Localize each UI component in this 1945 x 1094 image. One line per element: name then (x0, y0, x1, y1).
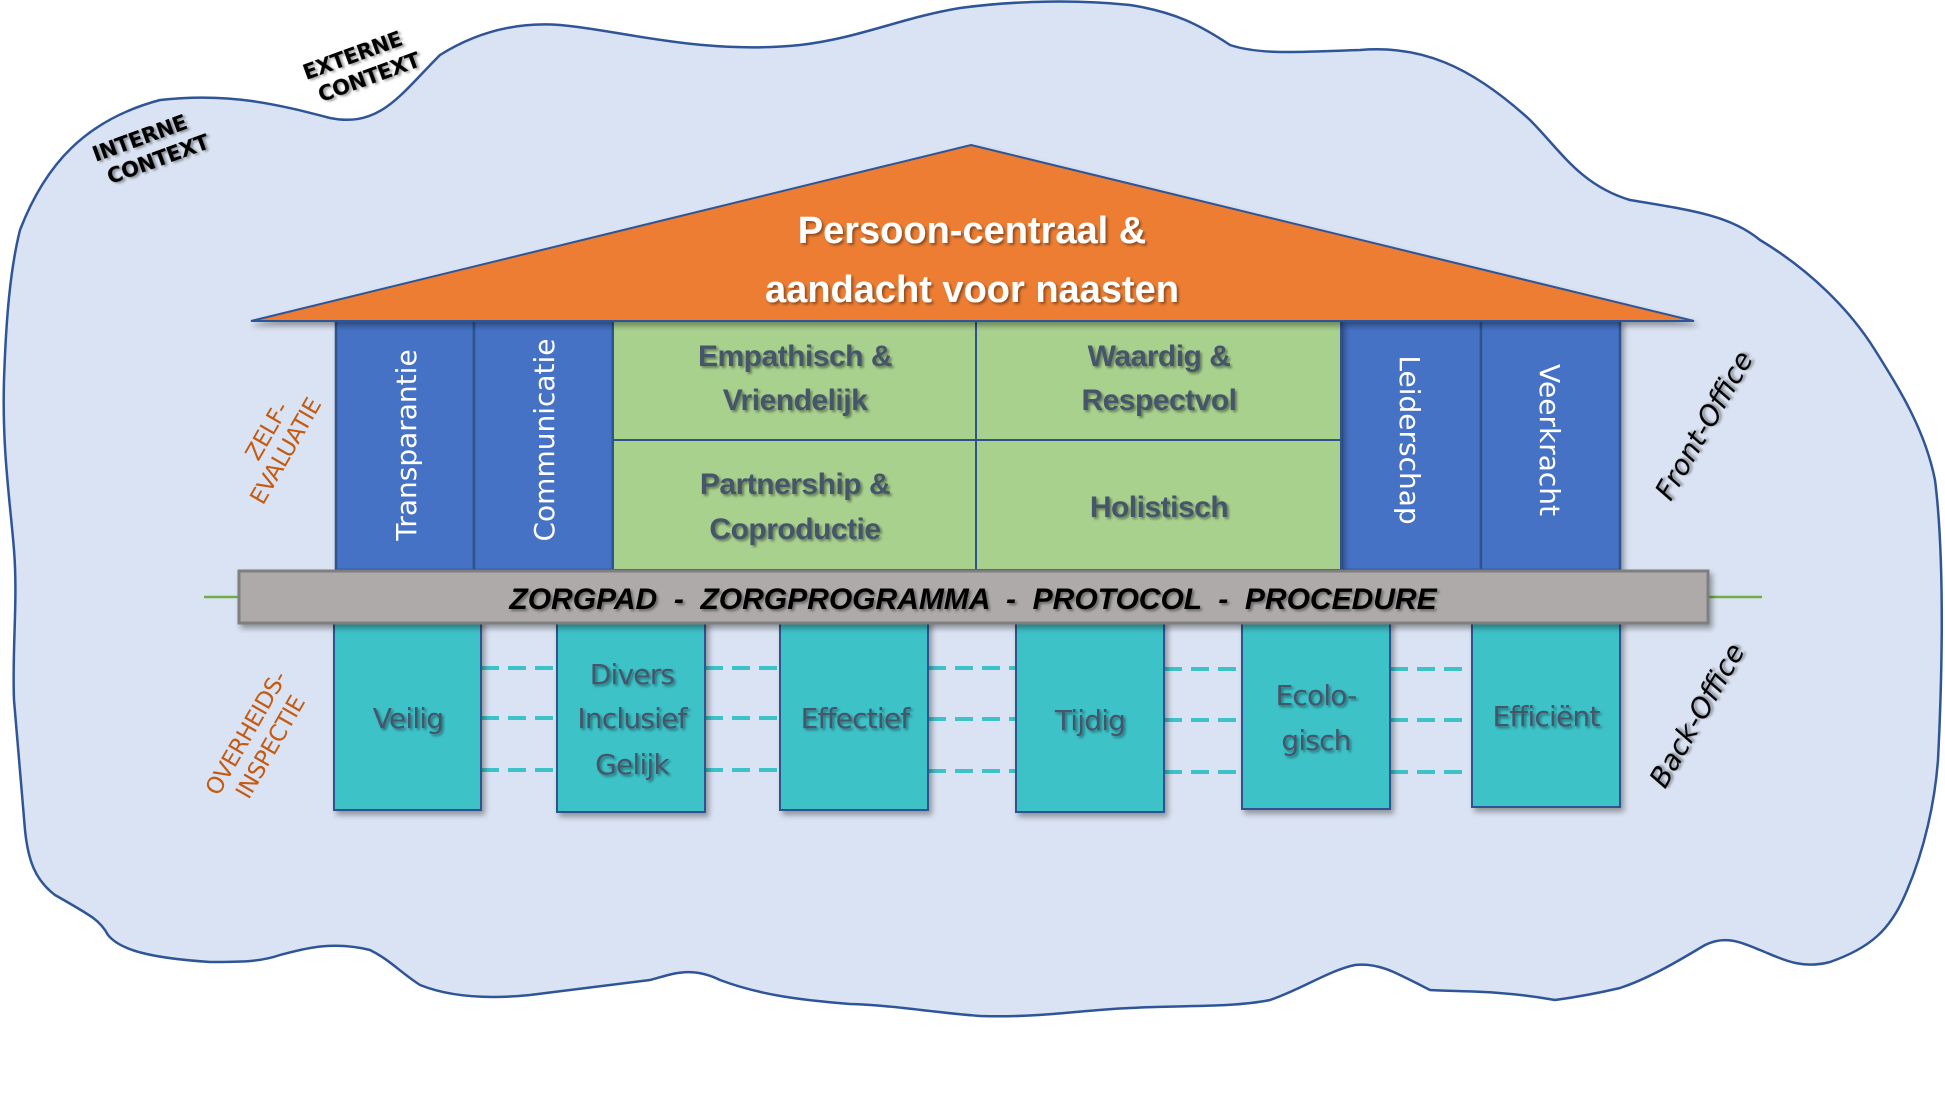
pillar-label-divers: Divers (590, 658, 675, 691)
pillar-label-tijdig: Tijdig (1054, 704, 1125, 737)
cell-empathisch-vriendelijk (612, 319, 977, 441)
pillar-label-leiderschap: Leiderschap (1393, 355, 1426, 524)
cell-text-coproductie: Coproductie (709, 513, 880, 546)
pillar-divers-inclusief-gelijk (556, 619, 706, 813)
pillar-label-transparantie: Transparantie (390, 349, 423, 541)
pillar-veerkracht (1479, 318, 1622, 572)
back-pillar-connectors (481, 666, 1472, 774)
pillar-label-veerkracht: Veerkracht (1533, 364, 1566, 516)
pillar-transparantie (334, 318, 476, 572)
foundation-bar (237, 569, 1710, 625)
pillar-label-inclusief: Inclusief (577, 702, 688, 735)
roof-title-line1: Persoon-centraal & (798, 210, 1146, 252)
cell-text-holistisch: Holistisch (1090, 491, 1228, 524)
cell-text-partnership: Partnership & (700, 468, 890, 501)
pillar-effectief (779, 619, 929, 811)
cell-text-respectvol: Respectvol (1081, 384, 1236, 417)
pillar-label-ecolo: Ecolo- (1276, 679, 1357, 712)
pillar-label-efficient: Efficiënt (1492, 700, 1600, 733)
pillar-label-effectief: Effectief (801, 702, 912, 735)
cell-holistisch (975, 439, 1342, 571)
pillar-label-gelijk: Gelijk (595, 748, 670, 781)
pillar-ecologisch (1241, 619, 1391, 810)
cell-text-waardig: Waardig & (1088, 340, 1231, 373)
roof-title-line2: aandacht voor naasten (765, 269, 1179, 311)
cell-text-vriendelijk: Vriendelijk (723, 384, 868, 417)
roof (250, 143, 1695, 322)
pillar-label-veilig: Veilig (373, 702, 444, 735)
pillar-leiderschap (1339, 318, 1483, 572)
pillar-veilig (333, 619, 482, 811)
pillar-communicatie (472, 318, 615, 572)
cell-waardig-respectvol (975, 319, 1342, 441)
foundation-bar-label: ZORGPAD - ZORGPROGRAMMA - PROTOCOL - PRO… (508, 583, 1437, 616)
pillar-label-communicatie: Communicatie (528, 338, 561, 541)
cell-text-empathisch: Empathisch & (698, 340, 892, 373)
cell-partnership-coproductie (612, 439, 977, 571)
pillar-label-gisch: gisch (1281, 724, 1350, 757)
